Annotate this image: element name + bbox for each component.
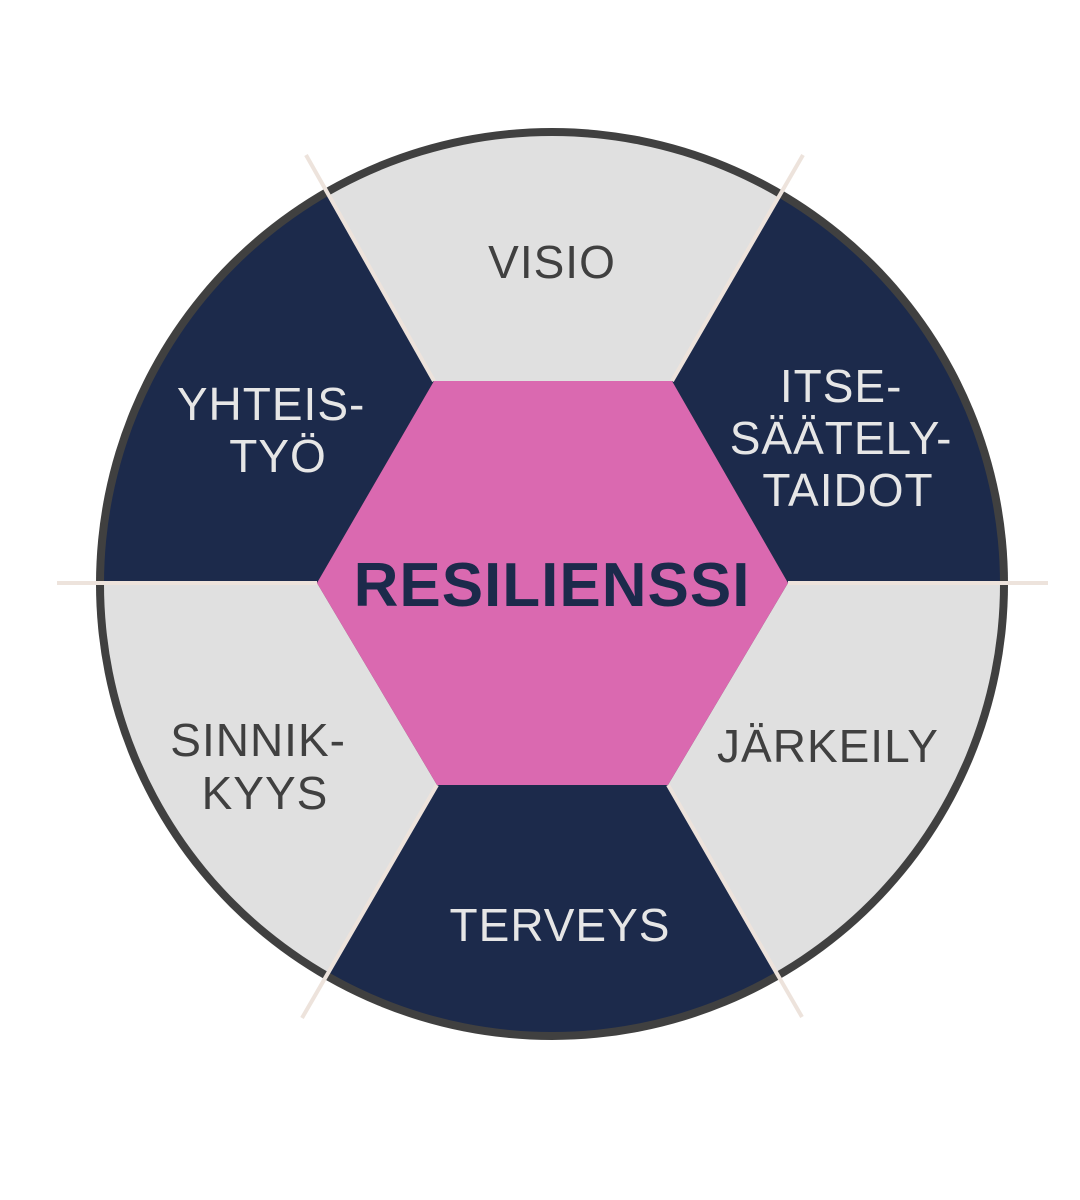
divider-lines <box>57 153 1048 1020</box>
label-visio: VISIO <box>488 236 616 288</box>
label-sinnikkyys: SINNIK- KYYS <box>170 714 359 819</box>
label-yhteistyo: YHTEIS- TYÖ <box>177 378 379 482</box>
center-label: RESILIENSSI <box>354 551 751 620</box>
label-jarkeily: JÄRKEILY <box>717 720 939 772</box>
label-itsesaatelytaidot: ITSE- SÄÄTELY- TAIDOT <box>730 360 967 516</box>
segment-terveys <box>245 785 860 1032</box>
label-terveys: TERVEYS <box>450 899 671 951</box>
center-hexagon <box>317 381 788 785</box>
